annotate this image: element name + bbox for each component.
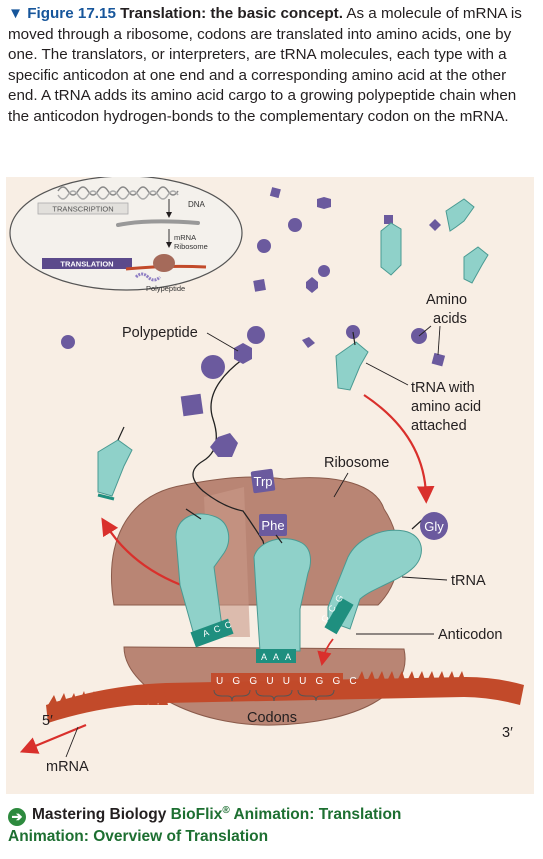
trp-label: Trp xyxy=(253,474,272,489)
transcription-label: TRANSCRIPTION xyxy=(52,205,113,214)
registered-mark: ® xyxy=(222,805,230,816)
incoming-arrow xyxy=(363,394,435,504)
trna-a-site: Gly C C G xyxy=(319,512,448,635)
dna-helix xyxy=(57,186,179,196)
phe-label: Phe xyxy=(261,518,284,533)
translation-label: TRANSLATION xyxy=(60,260,113,269)
translation-diagram: TRANSCRIPTION DNA mRNA Ribosome TRANSLAT… xyxy=(9,177,524,775)
figure-label: ▼ Figure 17.15 xyxy=(8,5,116,22)
trna-with-label-line3: attached xyxy=(411,418,467,434)
ribosome-label: Ribosome xyxy=(324,455,389,471)
inset-mrna xyxy=(116,219,200,227)
incoming-trna xyxy=(335,331,369,391)
anticodon-left-1: A xyxy=(201,627,210,638)
anticodon-left-2: C xyxy=(212,623,222,635)
amino-acids-label-line2: acids xyxy=(433,311,467,327)
trna-with-label-line2: amino acid xyxy=(411,399,481,415)
inset-ribosome xyxy=(153,254,175,272)
trna-p-site: A A A xyxy=(253,534,311,663)
bioflix-link[interactable]: BioFlix xyxy=(170,806,223,824)
inset-overview: TRANSCRIPTION DNA mRNA Ribosome TRANSLAT… xyxy=(9,177,243,293)
footer-line1[interactable]: ➔ Mastering Biology BioFlix® Animation: T… xyxy=(8,800,536,827)
anticodon-right-2: C xyxy=(326,603,338,614)
anticodon-middle-2: A xyxy=(273,652,279,662)
mastering-biology-brand: Mastering Biology xyxy=(32,806,167,824)
inset-polypeptide-label: Polypeptide xyxy=(146,284,185,293)
arrow-right-circle-icon: ➔ xyxy=(8,808,26,827)
illustration-panel: TRANSCRIPTION DNA mRNA Ribosome TRANSLAT… xyxy=(6,177,534,794)
anticodon-middle-1: A xyxy=(261,652,267,662)
trna-exit-site: A C C xyxy=(175,508,234,648)
mrna-direction-arrow xyxy=(19,723,87,754)
anticodon-left-3: C xyxy=(223,619,233,631)
anticodon-label: Anticodon xyxy=(438,627,503,643)
amino-acids-label-line1: Amino xyxy=(426,292,467,308)
anticodon-middle-3: A xyxy=(285,652,291,662)
trp-residue xyxy=(250,468,276,494)
anticodon-right-3: G xyxy=(333,593,345,604)
mrna-label: mRNA xyxy=(46,759,89,775)
five-prime-label: 5′ xyxy=(42,713,53,729)
three-prime-label: 3′ xyxy=(502,725,513,741)
figure-caption: ▼ Figure 17.15 Translation: the basic co… xyxy=(8,4,536,128)
trna-label: tRNA xyxy=(451,573,486,589)
inset-ribosome-label: Ribosome xyxy=(174,242,208,251)
gly-label: Gly xyxy=(424,519,444,534)
anticodon-right-1: C xyxy=(319,613,331,624)
polypeptide-label: Polypeptide xyxy=(122,325,198,341)
inset-dna-label: DNA xyxy=(188,200,206,209)
exiting-trna xyxy=(97,426,133,501)
trna-with-label-line1: tRNA with xyxy=(411,380,475,396)
phe-residue xyxy=(259,514,287,536)
gly-residue xyxy=(420,512,448,540)
figure-title: Translation: the basic concept. xyxy=(120,5,343,22)
overview-animation-link[interactable]: Animation: Overview of Translation xyxy=(8,828,269,846)
mastering-biology-footer: ➔ Mastering Biology BioFlix® Animation: T… xyxy=(8,800,536,847)
mrna-codon-bases: U G G U U U G G C xyxy=(216,676,360,687)
exit-arrow xyxy=(101,517,182,587)
free-trna-molecules xyxy=(380,198,489,284)
inset-mrna-label: mRNA xyxy=(174,233,196,242)
polypeptide-chain: Trp Phe xyxy=(180,326,287,572)
figure-text: As a molecule of mRNA is moved through a… xyxy=(8,5,522,125)
mrna-strand xyxy=(46,671,524,723)
translation-animation-link[interactable]: Animation: Translation xyxy=(229,806,402,824)
codons-label: Codons xyxy=(247,710,297,726)
